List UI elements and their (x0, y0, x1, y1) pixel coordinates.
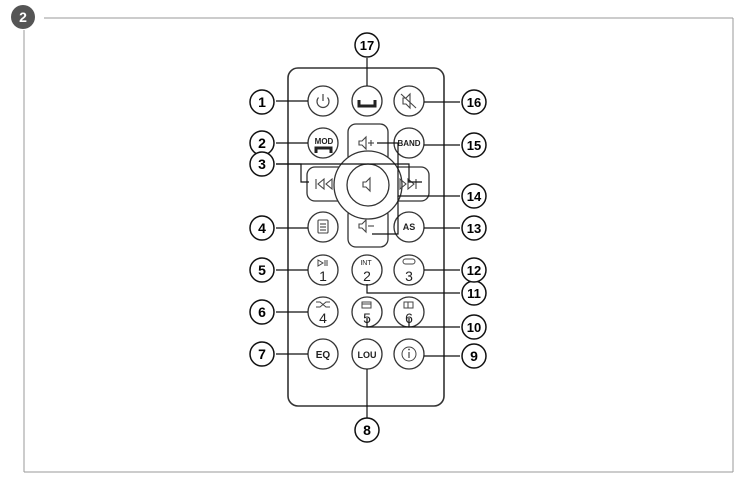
speaker-icon (362, 176, 371, 193)
lou-button[interactable]: LOU (351, 338, 383, 370)
svg-text:1: 1 (319, 268, 327, 284)
svg-text:7: 7 (258, 346, 266, 362)
volume-up-button[interactable] (358, 135, 374, 151)
svg-text:2: 2 (363, 268, 371, 284)
svg-text:MOD: MOD (315, 137, 334, 146)
svg-text:BAND: BAND (397, 139, 420, 148)
svg-text:EQ: EQ (316, 350, 331, 361)
previous-track-button[interactable] (315, 177, 333, 191)
mute-icon (400, 92, 417, 110)
folder-up-icon (403, 301, 414, 309)
svg-text:5: 5 (258, 262, 266, 278)
mod-call-button[interactable]: MOD (307, 127, 339, 159)
svg-text:3: 3 (405, 268, 413, 284)
svg-text:15: 15 (467, 138, 481, 153)
power-button[interactable] (307, 85, 339, 117)
callout-15: 15 (461, 132, 487, 158)
callout-12: 12 (461, 257, 487, 283)
svg-text:6: 6 (258, 304, 266, 320)
repeat-icon (402, 258, 416, 265)
callout-3: 3 (249, 151, 275, 177)
volume-down-button[interactable] (358, 218, 374, 234)
eq-button[interactable]: EQ (307, 338, 339, 370)
svg-text:14: 14 (467, 189, 482, 204)
callout-17: 17 (354, 32, 380, 58)
svg-text:16: 16 (467, 95, 481, 110)
as-button[interactable]: AS (393, 211, 425, 243)
menu-icon (317, 219, 329, 234)
svg-text:9: 9 (470, 348, 478, 364)
phone-hangup-icon (357, 100, 377, 108)
phone-call-icon (314, 146, 333, 153)
callout-16: 16 (461, 89, 487, 115)
previous-track-icon (315, 177, 333, 191)
leader-lines (276, 58, 460, 418)
callout-1: 1 (249, 89, 275, 115)
info-icon (401, 346, 417, 362)
svg-text:AS: AS (403, 222, 416, 232)
volume-down-icon (358, 218, 374, 234)
power-icon (316, 94, 330, 109)
key-3-repeat-button[interactable]: 3 (393, 254, 425, 286)
callout-11: 11 (461, 280, 487, 306)
callout-6: 6 (249, 299, 275, 325)
callout-10: 10 (461, 314, 487, 340)
callout-14: 14 (461, 183, 487, 209)
frame (23, 17, 734, 473)
key-1-play-pause-button[interactable]: 1 (307, 254, 339, 286)
menu-button[interactable] (307, 211, 339, 243)
svg-text:13: 13 (467, 221, 481, 236)
key-4-shuffle-button[interactable]: 4 (307, 296, 339, 328)
folder-down-icon (361, 301, 372, 309)
svg-text:3: 3 (258, 156, 266, 172)
callout-5: 5 (249, 257, 275, 283)
svg-text:4: 4 (258, 220, 266, 236)
section-badge: 2 (11, 5, 35, 29)
play-pause-icon (317, 259, 328, 267)
phone-hangup-button[interactable] (351, 85, 383, 117)
svg-text:12: 12 (467, 263, 481, 278)
callout-13: 13 (461, 215, 487, 241)
svg-text:2: 2 (258, 135, 266, 151)
callout-7: 7 (249, 341, 275, 367)
svg-text:17: 17 (360, 38, 374, 53)
svg-text:10: 10 (467, 320, 481, 335)
svg-text:2: 2 (19, 9, 27, 25)
speaker-button[interactable] (362, 176, 371, 193)
callout-4: 4 (249, 215, 275, 241)
svg-text:11: 11 (467, 286, 481, 301)
svg-text:4: 4 (319, 310, 327, 326)
key-2-int-button[interactable]: INT 2 (351, 254, 383, 286)
callout-9: 9 (461, 343, 487, 369)
volume-up-icon (358, 135, 374, 151)
dpad-outline (306, 123, 430, 248)
svg-text:LOU: LOU (358, 350, 377, 360)
svg-text:1: 1 (258, 94, 266, 110)
svg-text:INT: INT (360, 260, 372, 267)
svg-text:8: 8 (363, 422, 371, 438)
mute-button[interactable] (393, 85, 425, 117)
callout-8: 8 (354, 417, 380, 443)
callouts: 1 2 3 4 5 6 7 8 9 10 11 12 13 14 15 16 1… (249, 32, 487, 443)
shuffle-icon (316, 301, 330, 308)
info-button[interactable] (393, 338, 425, 370)
